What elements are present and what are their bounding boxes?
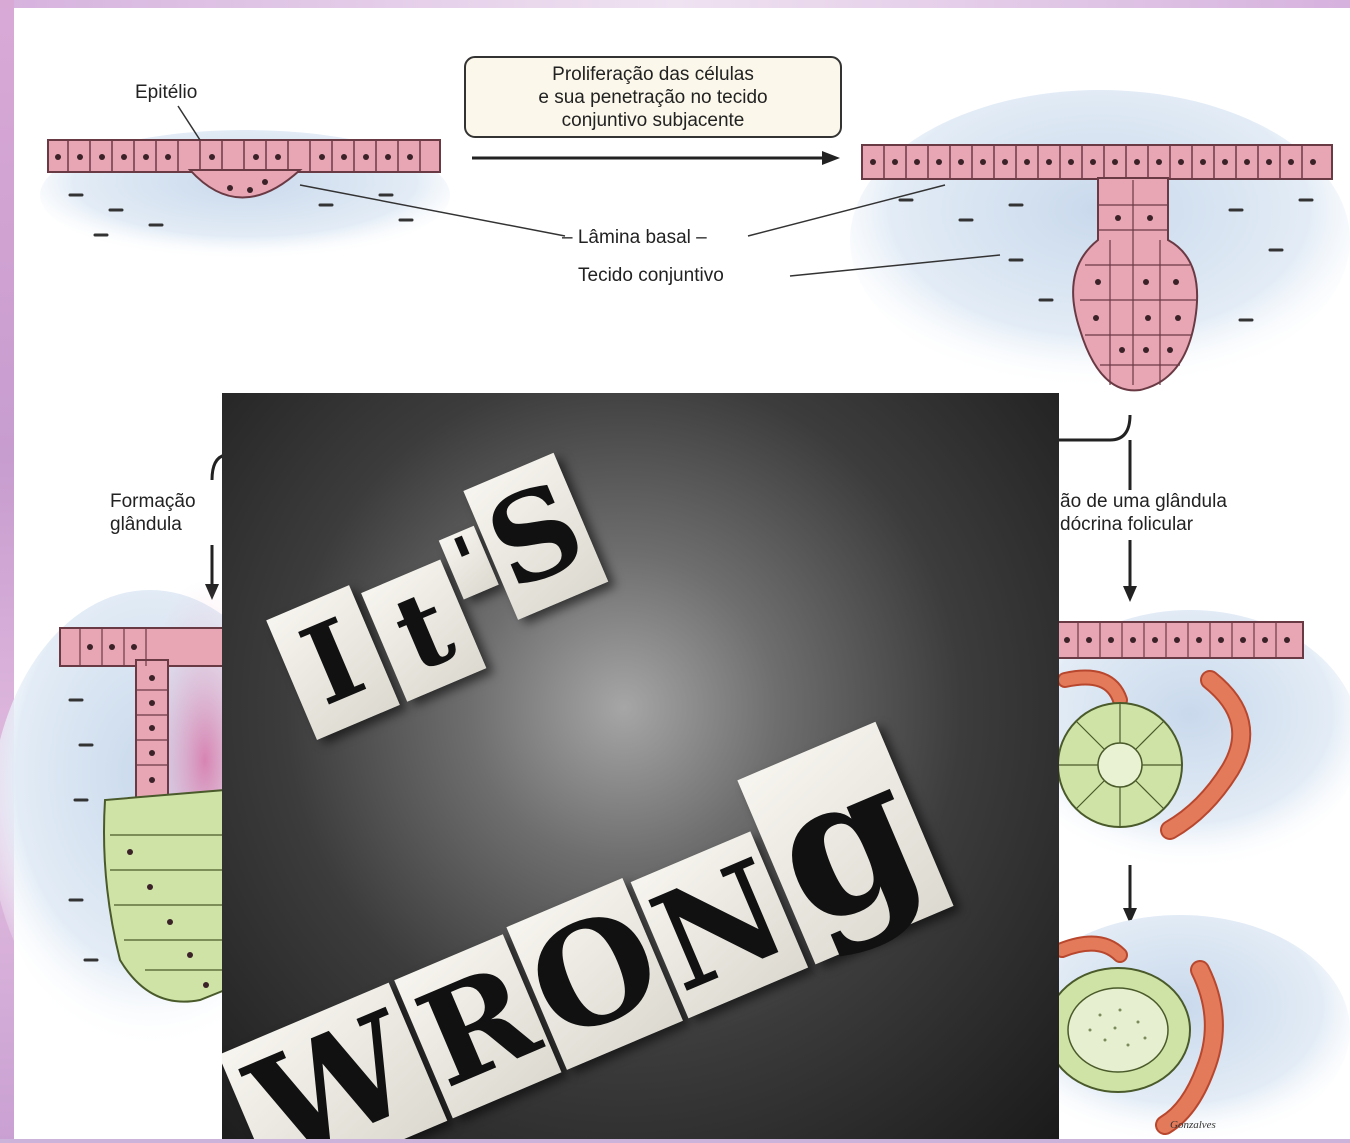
label-connective-tissue: Tecido conjuntivo bbox=[578, 265, 724, 286]
process-box-line1: Proliferação das células bbox=[552, 64, 754, 85]
frame-bottom-border bbox=[0, 1139, 1350, 1143]
stage2-tissue bbox=[850, 90, 1350, 390]
endocrine-follicle-stage1 bbox=[1020, 610, 1350, 870]
process-box-line2: e sua penetração no tecido bbox=[538, 87, 767, 108]
its-wrong-overlay: I t ' S W R O N g bbox=[222, 393, 1059, 1143]
right-branch-line2: dócrina folicular bbox=[1060, 514, 1194, 535]
right-branch-line1: ão de uma glândula bbox=[1060, 491, 1227, 512]
label-basal-lamina: – Lâmina basal – bbox=[562, 227, 707, 248]
left-branch-line2: glândula bbox=[110, 514, 182, 535]
word-wrong: W R O N g bbox=[222, 722, 954, 1143]
endocrine-follicle-stage2: Gonzalves bbox=[1010, 915, 1350, 1143]
left-branch-line1: Formação bbox=[110, 491, 196, 512]
label-epithelium: Epitélio bbox=[135, 82, 197, 103]
process-box: Proliferação das células e sua penetraçã… bbox=[465, 57, 841, 137]
word-its: I t ' S bbox=[250, 453, 621, 740]
stage1-tissue bbox=[40, 130, 450, 260]
process-box-line3: conjuntivo subjacente bbox=[562, 110, 745, 131]
illustrator-signature: Gonzalves bbox=[1170, 1119, 1216, 1131]
